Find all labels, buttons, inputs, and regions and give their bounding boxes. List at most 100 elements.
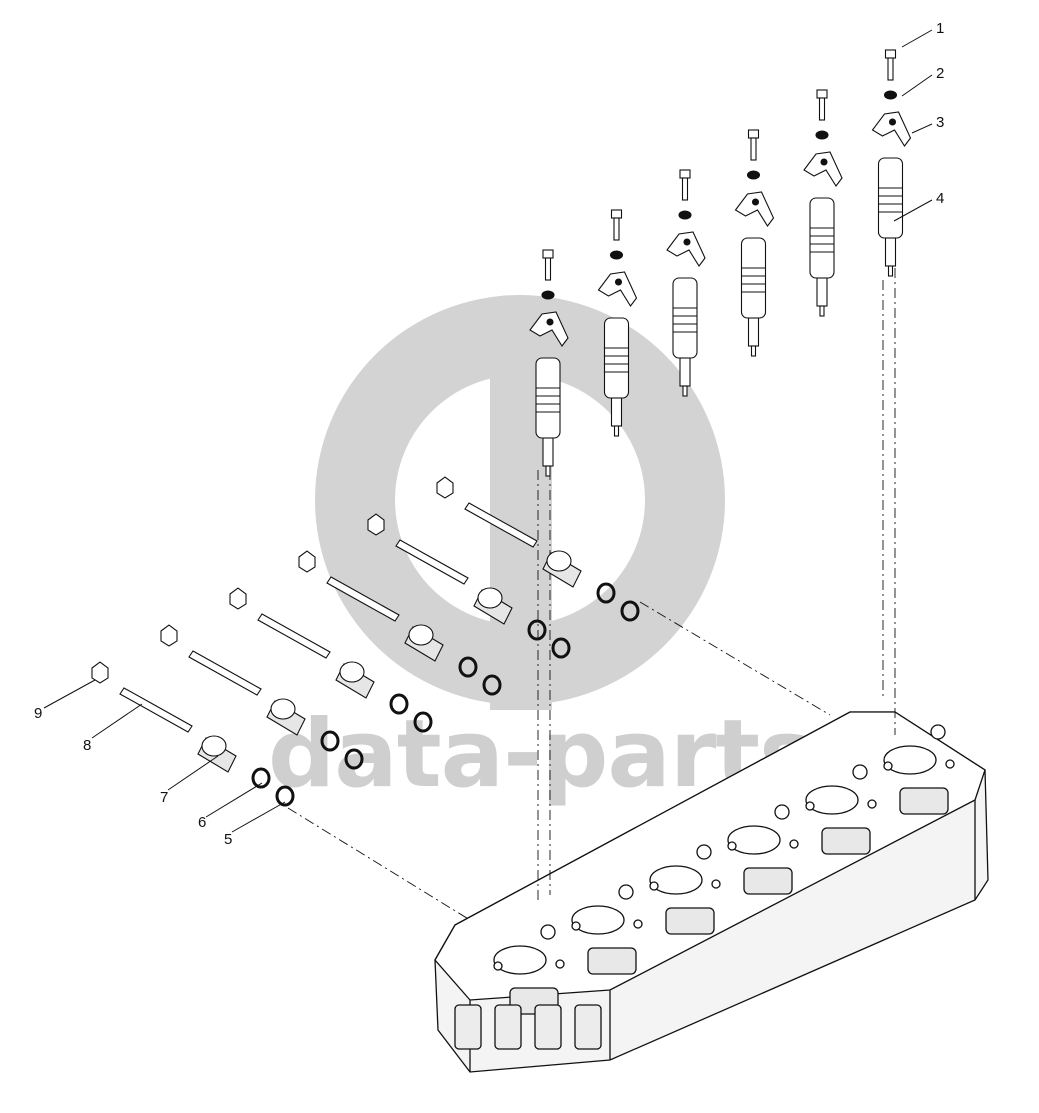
bolt-hole-icon xyxy=(789,839,799,849)
side-port-icon xyxy=(454,1004,482,1050)
bolt-hole-icon xyxy=(571,921,581,931)
fuel-injector-icon xyxy=(603,317,630,399)
combustion-port-icon xyxy=(883,745,937,775)
injector-rings xyxy=(536,387,560,413)
bolt-icon xyxy=(816,89,828,99)
side-port-icon xyxy=(574,1004,602,1050)
callout-4: 4 xyxy=(936,190,945,207)
combustion-port-icon xyxy=(805,785,859,815)
bolt-hole-icon xyxy=(633,919,643,929)
intake-port-icon xyxy=(587,947,637,975)
callout-leader xyxy=(43,679,96,709)
bolt-hole-icon xyxy=(867,799,877,809)
injector-bore-icon xyxy=(618,884,634,900)
bolt-hole-icon xyxy=(649,881,659,891)
injector-clamp-icon xyxy=(734,191,775,227)
fuel-connector-rows xyxy=(91,476,640,807)
nut-icon xyxy=(367,513,385,536)
o-ring-icon xyxy=(251,767,271,789)
bolt-shank xyxy=(544,257,552,281)
injector-bore-icon xyxy=(852,764,868,780)
nut-icon xyxy=(229,587,247,610)
callout-leader xyxy=(893,199,933,222)
clamp-hole xyxy=(888,118,897,126)
intake-port-icon xyxy=(821,827,871,855)
fuel-tube-icon xyxy=(326,576,400,622)
fuel-injector-icon xyxy=(809,197,835,279)
callout-3: 3 xyxy=(936,114,945,131)
injector-nozzle xyxy=(750,345,757,357)
injector-assembly xyxy=(871,49,912,277)
injector-rings xyxy=(810,227,834,253)
injector-assembly xyxy=(803,89,843,317)
fuel-injector-icon xyxy=(672,277,698,359)
injector-assembly xyxy=(597,209,638,437)
injector-nozzle xyxy=(887,265,894,277)
connector-flange xyxy=(201,735,227,757)
callout-leader-lines xyxy=(43,29,933,833)
o-ring-icon xyxy=(596,582,616,604)
bolt-hole-icon xyxy=(493,961,503,971)
bolt-icon xyxy=(747,129,760,139)
washer-icon xyxy=(883,90,898,100)
cylinder-head-icon xyxy=(434,711,989,1073)
injector-assembly xyxy=(666,169,706,397)
injector-rings xyxy=(673,307,697,333)
injector-stacks xyxy=(529,49,912,477)
washer-icon xyxy=(815,130,829,140)
washer-icon xyxy=(609,250,624,260)
o-ring-icon xyxy=(527,619,547,641)
connector-flange xyxy=(477,587,503,609)
injector-rings xyxy=(878,187,903,213)
clamp-hole xyxy=(614,278,623,286)
combustion-port-icon xyxy=(493,945,547,975)
bolt-icon xyxy=(542,249,554,259)
fuel-injector-icon xyxy=(877,157,904,239)
injector-bore-icon xyxy=(774,804,790,820)
combustion-port-icon xyxy=(649,865,703,895)
bolt-shank xyxy=(613,217,620,241)
side-port-icon xyxy=(534,1004,562,1050)
bolt-hole-icon xyxy=(727,841,737,851)
bolt-hole-icon xyxy=(555,959,565,969)
injector-clamp-icon xyxy=(871,111,912,147)
injector-rings xyxy=(604,347,629,373)
callout-leader xyxy=(901,74,933,97)
callout-5: 5 xyxy=(224,831,233,848)
bolt-icon xyxy=(610,209,623,219)
bolt-shank xyxy=(887,57,894,81)
intake-port-icon xyxy=(899,787,949,815)
connector-flange xyxy=(339,661,365,683)
intake-port-icon xyxy=(743,867,793,895)
injector-leader-line xyxy=(882,248,896,735)
injector-rings xyxy=(741,267,766,293)
injector-bore-icon xyxy=(696,844,712,860)
bolt-shank xyxy=(818,97,826,121)
fuel-tube-icon xyxy=(257,613,331,659)
bolt-icon xyxy=(679,169,691,179)
bolt-hole-icon xyxy=(883,761,893,771)
o-ring-icon xyxy=(389,693,409,715)
assembly-leader-lines xyxy=(287,248,896,921)
fuel-connector-assembly xyxy=(367,513,571,659)
fuel-tube-icon xyxy=(464,502,538,548)
clamp-hole xyxy=(820,158,828,166)
callout-8: 8 xyxy=(83,737,92,754)
callout-leader xyxy=(911,123,933,134)
nut-icon xyxy=(436,476,454,499)
fuel-connector-assembly xyxy=(160,624,364,770)
fuel-connector-assembly xyxy=(229,587,433,733)
combustion-port-icon xyxy=(571,905,625,935)
fuel-connector-assembly xyxy=(298,550,502,696)
injector-assembly xyxy=(529,249,569,477)
injector-body-lower xyxy=(884,237,897,267)
fuel-tube-icon xyxy=(395,539,469,585)
injector-body-lower xyxy=(816,277,828,307)
injector-nozzle xyxy=(682,385,688,397)
callout-leader xyxy=(205,782,263,818)
nut-icon xyxy=(91,661,109,684)
washer-icon xyxy=(746,170,761,180)
fuel-tube-icon xyxy=(119,687,193,733)
connector-leader-line xyxy=(287,807,471,921)
